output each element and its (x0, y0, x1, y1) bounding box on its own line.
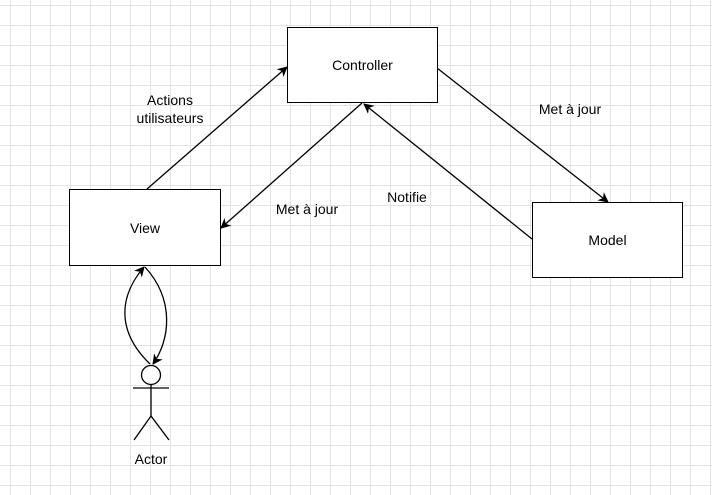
view-label: View (129, 219, 161, 236)
view-node[interactable]: View (69, 189, 221, 266)
actor-icon[interactable] (133, 364, 170, 441)
controller-to-view-label: Met à jour (275, 201, 339, 217)
controller-node[interactable]: Controller (287, 27, 438, 103)
model-to-controller-label: Notifie (387, 189, 427, 205)
controller-to-model-label: Met à jour (538, 101, 602, 117)
edge-actor-to-view[interactable] (124, 266, 151, 365)
model-label: Model (588, 232, 627, 248)
actor-label: Actor (134, 451, 168, 467)
edge-controller-to-model[interactable] (436, 67, 609, 203)
model-node[interactable]: Model (532, 202, 683, 278)
edge-view-to-actor[interactable] (144, 266, 168, 365)
edge-controller-to-view[interactable] (220, 102, 363, 229)
edge-view-to-controller[interactable] (146, 66, 288, 190)
controller-label: Controller (332, 57, 393, 73)
actions-utilisateurs-label: Actions utilisateurs (136, 92, 204, 126)
edge-model-to-controller[interactable] (363, 103, 533, 240)
